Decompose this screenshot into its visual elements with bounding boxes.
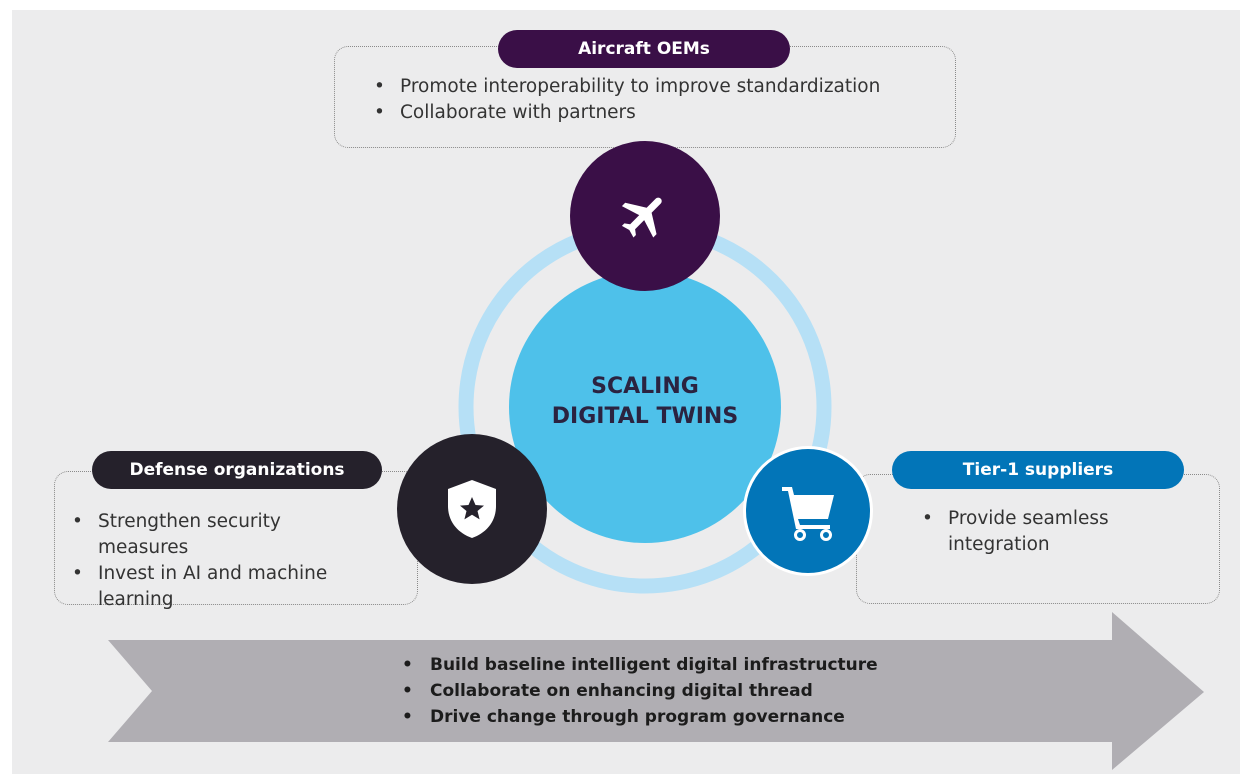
oems-bullets: Promote interoperability to improve stan…: [366, 74, 880, 126]
oems-bullet-2: Collaborate with partners: [366, 100, 880, 126]
oems-icon-circle: [570, 141, 720, 291]
suppliers-icon-circle: [743, 446, 873, 576]
center-title-line-2: DIGITAL TWINS: [551, 404, 739, 429]
airplane-icon: [621, 197, 662, 238]
shield-star-icon: [448, 480, 496, 538]
arrow-bullet-1: Build baseline intelligent digital infra…: [398, 652, 878, 678]
center-title: SCALING DIGITAL TWINS: [540, 372, 750, 432]
center-title-line-1: SCALING: [591, 374, 699, 399]
defense-icon-circle: [397, 434, 547, 584]
oems-title-pill: Aircraft OEMs: [498, 30, 790, 68]
shopping-cart-icon: [782, 487, 834, 541]
defense-bullet-2: Invest in AI and machine learning: [64, 561, 364, 613]
defense-title: Defense organizations: [129, 460, 345, 480]
defense-title-pill: Defense organizations: [92, 451, 382, 489]
suppliers-title-pill: Tier-1 suppliers: [892, 451, 1184, 489]
arrow-bullet-3: Drive change through program governance: [398, 704, 878, 730]
center-circle: [509, 271, 781, 543]
arrow-bullet-2: Collaborate on enhancing digital thread: [398, 678, 878, 704]
defense-bullets: Strengthen security measures Invest in A…: [64, 509, 364, 613]
arrow-bullets: Build baseline intelligent digital infra…: [398, 652, 878, 730]
oems-bullet-1: Promote interoperability to improve stan…: [366, 74, 880, 100]
defense-bullet-1: Strengthen security measures: [64, 509, 364, 561]
suppliers-bullet-1: Provide seamless integration: [914, 506, 1174, 558]
oems-title: Aircraft OEMs: [578, 39, 710, 59]
suppliers-bullets: Provide seamless integration: [914, 506, 1174, 558]
suppliers-title: Tier-1 suppliers: [962, 460, 1114, 480]
